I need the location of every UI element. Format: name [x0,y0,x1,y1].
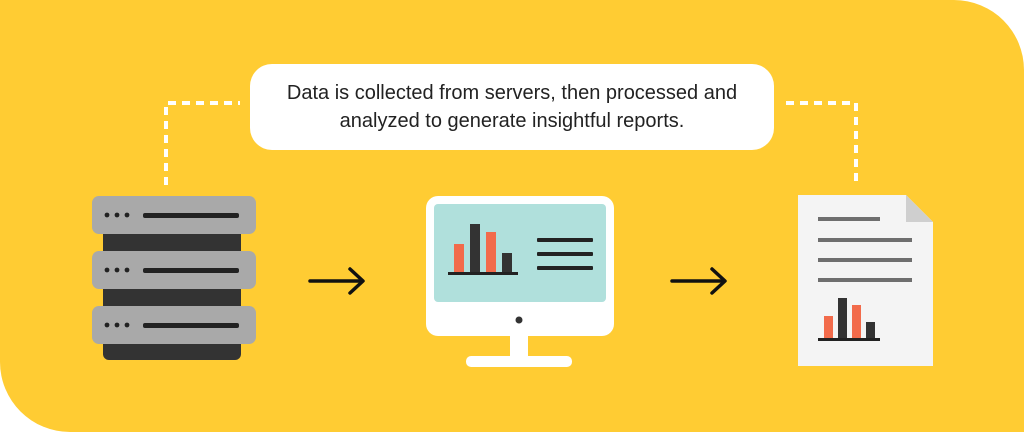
server-unit-3 [92,306,256,344]
monitor-chart-icon [426,196,614,367]
screen-bar-3 [486,232,496,272]
server-unit-1 [92,196,256,234]
arrow-right-icon [670,267,727,295]
caption-bubble: Data is collected from servers, then pro… [250,64,774,150]
server-rack-icon [92,196,256,360]
screen-bar-4 [502,253,512,272]
doc-bar-4 [866,322,875,338]
arrow-right-icon [308,267,365,295]
screen-bar-2 [470,224,480,272]
doc-bar-2 [838,298,847,338]
server-unit-2 [92,251,256,289]
dashed-connector-left [164,101,240,185]
doc-bar-1 [824,316,833,338]
screen-bar-1 [454,244,464,272]
caption-text: Data is collected from servers, then pro… [286,82,738,132]
doc-bar-3 [852,305,861,338]
document-fold [906,195,933,222]
screen-chart-baseline [448,272,518,275]
document-text-lines [818,217,912,282]
monitor-stand [466,356,572,367]
monitor-neck [510,336,528,358]
document-bar-chart [818,298,880,341]
screen-text-lines [537,238,593,270]
report-document-icon [798,195,933,366]
doc-chart-baseline [818,338,880,341]
dashed-connector-right [786,101,858,185]
monitor-power-dot [515,316,523,324]
screen-bar-chart [448,224,518,275]
